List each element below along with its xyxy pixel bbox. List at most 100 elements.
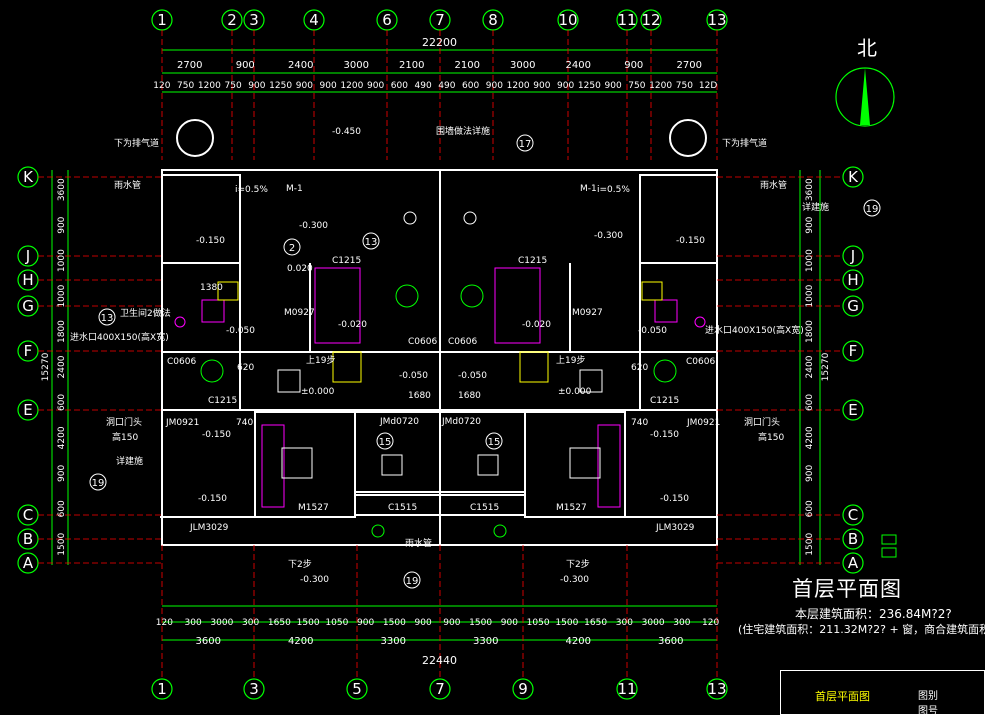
axis-top-6: 8 bbox=[482, 9, 504, 31]
svg-text:12: 12 bbox=[641, 11, 660, 29]
axis-top-8: 11 bbox=[616, 9, 638, 31]
door-m1-left: M-1 bbox=[286, 184, 303, 194]
svg-text:C: C bbox=[23, 506, 33, 524]
dim-bottom-row1-3: 3300 bbox=[473, 636, 498, 647]
elev-f: 0.020 bbox=[287, 264, 313, 274]
area-total: 本层建筑面积：236.84M?2? bbox=[795, 607, 952, 621]
dim-top-row1-4: 2100 bbox=[399, 60, 424, 71]
dim-bottom-row2-1: 300 bbox=[185, 618, 202, 628]
svg-text:J: J bbox=[25, 247, 30, 265]
callout-19c: 19 bbox=[866, 204, 879, 215]
axis-left-7: B bbox=[17, 528, 39, 550]
drawing-title: 首层平面图 bbox=[792, 577, 902, 601]
svg-text:K: K bbox=[848, 168, 859, 186]
dim-740-left: 740 bbox=[236, 418, 253, 428]
callout-19b: 19 bbox=[406, 576, 419, 587]
dim-top-row2-12: 490 bbox=[438, 81, 455, 91]
axis-left-0: K bbox=[17, 166, 39, 188]
dim-bottom-row2-16: 300 bbox=[616, 618, 633, 628]
dim-1680-left: 1680 bbox=[408, 391, 431, 401]
dim-right-row-9: 600 bbox=[805, 500, 815, 517]
axis-left-2: H bbox=[17, 269, 39, 291]
dim-left-row-2: 1000 bbox=[57, 249, 67, 272]
svg-text:K: K bbox=[23, 168, 34, 186]
svg-text:H: H bbox=[847, 271, 858, 289]
dim-top-row2-16: 900 bbox=[533, 81, 550, 91]
elev-e-mid-left: -0.050 bbox=[399, 371, 428, 381]
elev-main: -0.450 bbox=[332, 127, 361, 137]
elev-a-br: -0.300 bbox=[560, 575, 589, 585]
note-h150-right: 高150 bbox=[758, 431, 784, 443]
dim-bottom-row2-6: 1050 bbox=[325, 618, 348, 628]
callout-13a: 13 bbox=[365, 237, 378, 248]
dim-left-row-10: 1500 bbox=[57, 533, 67, 556]
svg-text:9: 9 bbox=[518, 680, 528, 698]
svg-text:B: B bbox=[23, 530, 33, 548]
dim-bottom-row2-3: 300 bbox=[242, 618, 259, 628]
title-block-field-b: 图号 bbox=[918, 706, 938, 715]
dim-left-row-4: 1800 bbox=[57, 320, 67, 343]
title-block bbox=[780, 670, 985, 715]
dim-top-row2-7: 900 bbox=[320, 81, 337, 91]
callout-13b: 13 bbox=[101, 313, 114, 324]
callout-15b: 15 bbox=[488, 437, 501, 448]
dim-top-row2-9: 900 bbox=[367, 81, 384, 91]
dim-bottom-row2-9: 900 bbox=[415, 618, 432, 628]
svg-text:J: J bbox=[850, 247, 855, 265]
win-c1215-br: C1215 bbox=[650, 396, 679, 406]
elev-b-br: -0.150 bbox=[660, 494, 689, 504]
note-hole-right: 洞口门头 bbox=[744, 416, 780, 428]
elev-a-bl: -0.300 bbox=[300, 575, 329, 585]
down-step-right: 下2步 bbox=[566, 559, 590, 570]
slope-left: i=0.5% bbox=[235, 185, 268, 195]
dim-top-row2-22: 750 bbox=[676, 81, 693, 91]
callout-19a: 19 bbox=[92, 478, 105, 489]
note-wall: 围墙做法详施 bbox=[436, 125, 490, 137]
dim-right-row-0: 3600 bbox=[805, 178, 815, 201]
axis-left-6: C bbox=[17, 504, 39, 526]
dim-bottom-row2-14: 1500 bbox=[555, 618, 578, 628]
detail-callout-labels: 17 13 2 13 19 19 19 15 15 bbox=[92, 139, 879, 587]
axis-right-0: K bbox=[842, 166, 864, 188]
axis-left-5: E bbox=[17, 399, 39, 421]
dim-left-row-5: 2400 bbox=[57, 355, 67, 378]
dimension-lines bbox=[51, 49, 821, 641]
dim-top-row2-5: 1250 bbox=[269, 81, 292, 91]
axis-bottom-4: 9 bbox=[512, 678, 534, 700]
win-c1515-right: C1515 bbox=[470, 503, 499, 513]
axis-bottom-6: 13 bbox=[706, 678, 728, 700]
svg-text:11: 11 bbox=[617, 11, 636, 29]
dim-bottom-row2-18: 300 bbox=[673, 618, 690, 628]
elev-a-right: -0.300 bbox=[594, 231, 623, 241]
dim-right-total-0: 15270 bbox=[821, 352, 831, 381]
dim-left-row-8: 900 bbox=[57, 465, 67, 482]
dim-right-row-6: 600 bbox=[805, 394, 815, 411]
dim-top-row2-0: 120 bbox=[153, 81, 170, 91]
door-jm0921-right: JM0921 bbox=[686, 418, 720, 428]
dim-bottom-row2-13: 1050 bbox=[527, 618, 550, 628]
note-step-right: 上19步 bbox=[556, 355, 585, 366]
dim-top-row2-11: 490 bbox=[415, 81, 432, 91]
title-block-name: 首层平面图 bbox=[815, 690, 870, 703]
door-m1527-left: M1527 bbox=[298, 503, 329, 513]
dim-right-row-4: 1800 bbox=[805, 320, 815, 343]
axis-top-1: 2 bbox=[221, 9, 243, 31]
north-label: 北 bbox=[857, 36, 877, 60]
svg-text:3: 3 bbox=[249, 11, 259, 29]
svg-text:5: 5 bbox=[352, 680, 362, 698]
svg-text:B: B bbox=[848, 530, 858, 548]
legend-boxes bbox=[881, 534, 897, 558]
dim-bottom-row2-17: 3000 bbox=[642, 618, 665, 628]
elev-b-right: -0.150 bbox=[676, 236, 705, 246]
dim-left-row-6: 600 bbox=[57, 394, 67, 411]
door-jlm-right: JLM3029 bbox=[655, 523, 695, 533]
svg-text:3: 3 bbox=[249, 680, 259, 698]
living-furniture bbox=[277, 211, 603, 479]
title-block-field-a: 图别 bbox=[918, 691, 938, 702]
win-c1515-left: C1515 bbox=[388, 503, 417, 513]
axis-left-1: J bbox=[17, 245, 39, 267]
elev-e-mid-right: -0.050 bbox=[458, 371, 487, 381]
